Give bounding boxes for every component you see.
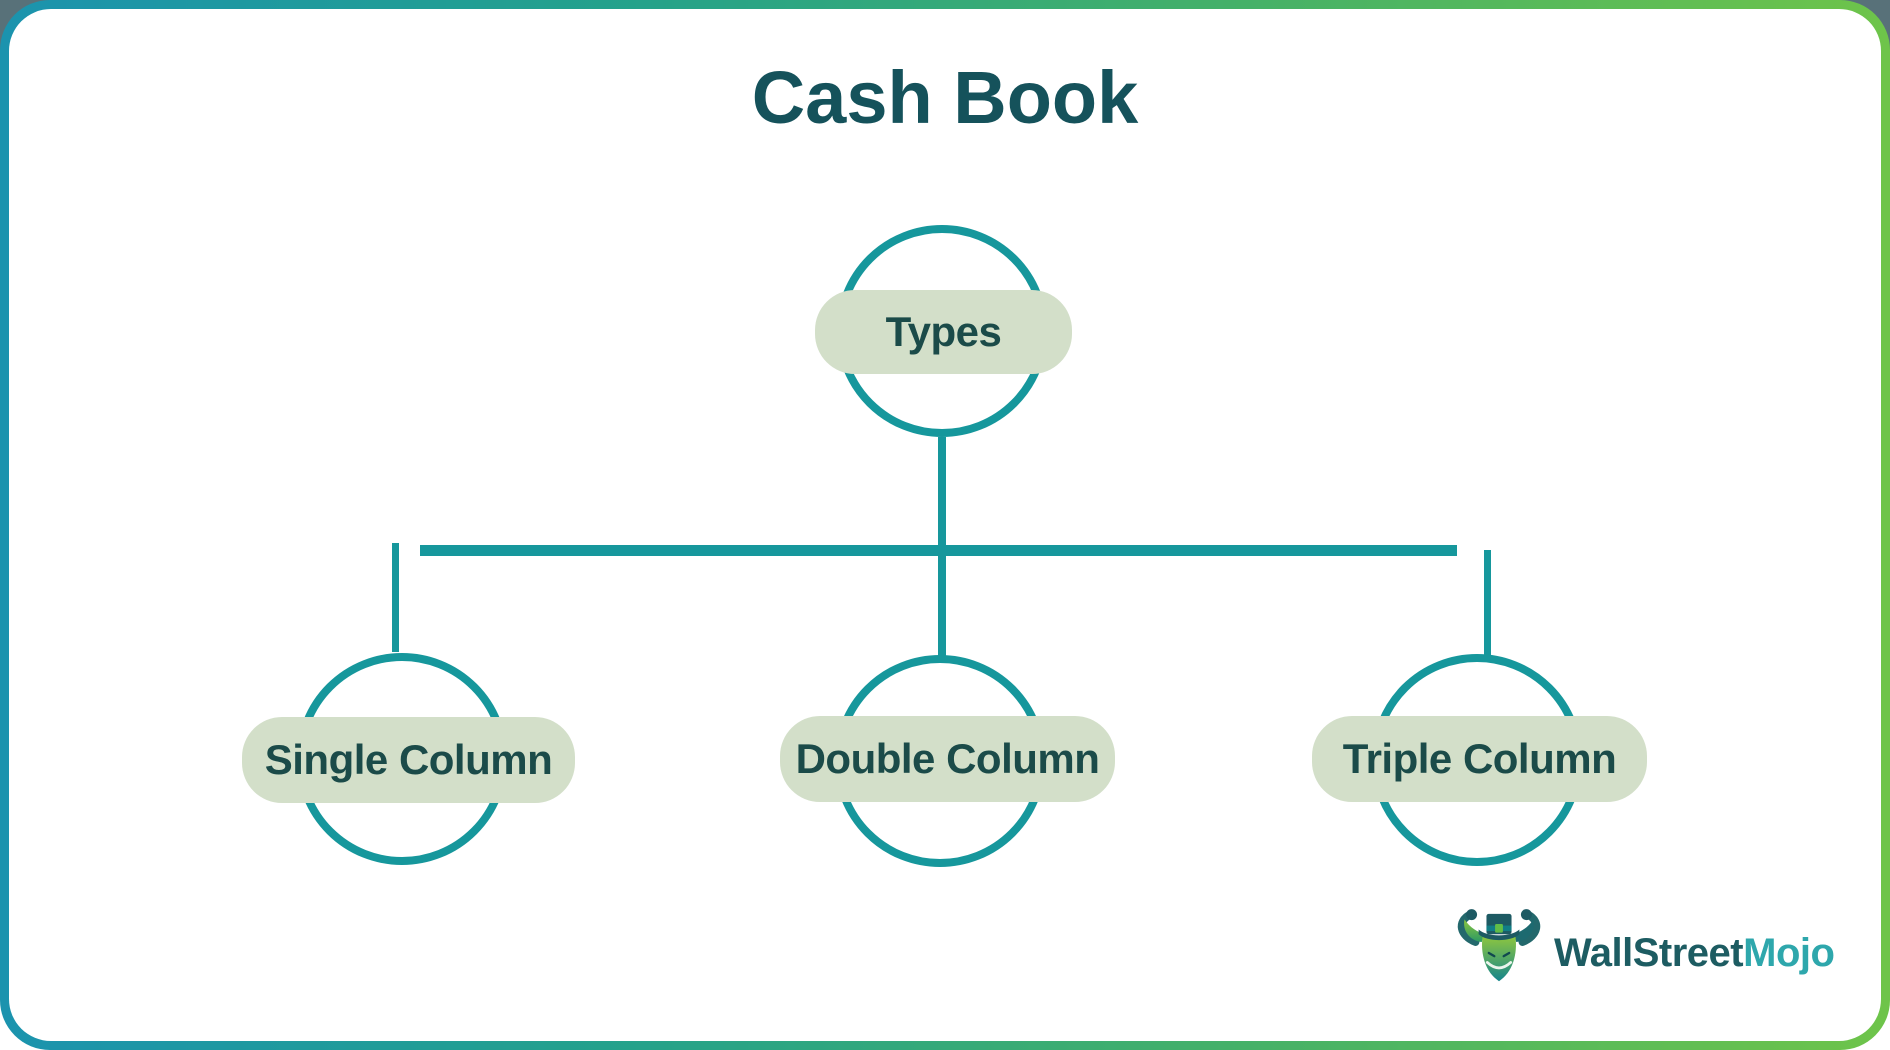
connector-horizontal-bar	[420, 545, 1457, 556]
wordmark-mojo: Mojo	[1743, 931, 1835, 975]
node-label-triple-column-text: Triple Column	[1342, 735, 1617, 782]
node-label-types-text: Types	[885, 308, 1002, 355]
wallstreetmojo-logo: WallStreetMojo	[1452, 906, 1835, 1000]
node-label-single-column: Single Column	[242, 717, 575, 803]
node-label-double-column: Double Column	[780, 716, 1115, 802]
connector-right-branch	[1484, 550, 1491, 655]
node-label-single-column-text: Single Column	[264, 736, 553, 783]
node-label-triple-column: Triple Column	[1312, 716, 1647, 802]
wordmark-wallstreet: WallStreet	[1554, 931, 1744, 975]
connector-left-branch	[392, 543, 399, 652]
bull-mascot-with-top-hat-icon	[1457, 909, 1541, 982]
node-label-types: Types	[815, 290, 1072, 374]
wallstreetmojo-wordmark: WallStreetMojo	[1554, 931, 1835, 975]
page-title: Cash Book	[751, 56, 1139, 139]
node-label-double-column-text: Double Column	[795, 735, 1100, 782]
